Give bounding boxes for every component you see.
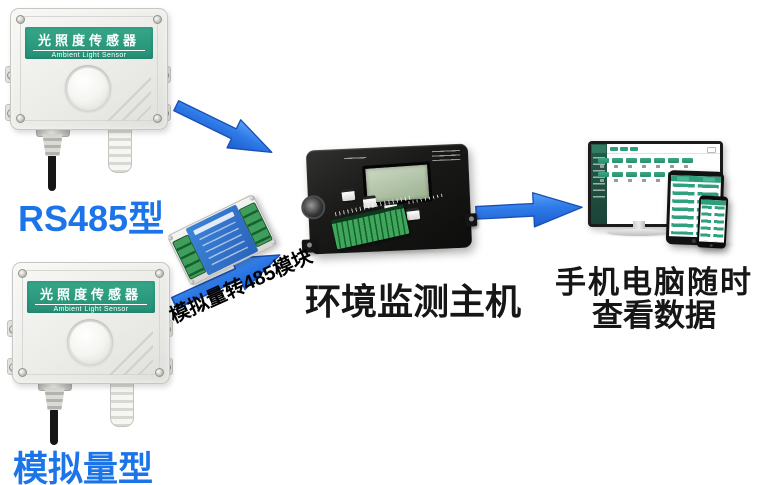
sidebar-logo xyxy=(592,145,606,153)
tile-values xyxy=(600,165,696,168)
home-button xyxy=(691,238,696,244)
label-divider xyxy=(35,304,147,305)
column-gap xyxy=(692,183,698,236)
tablet-app-header xyxy=(670,175,722,183)
dashboard-topbar xyxy=(607,144,720,154)
arrow-analog-to-host-icon xyxy=(170,254,281,310)
sensor-label-plate: 光照度传感器 Ambient Light Sensor xyxy=(27,281,155,313)
sensor-probe xyxy=(108,124,132,173)
light-dome xyxy=(68,68,108,108)
toolbar-button xyxy=(610,146,618,151)
tile-values xyxy=(600,179,682,182)
monitor-stand-neck xyxy=(633,221,645,230)
light-dome-ring xyxy=(65,65,111,111)
host-mount-ear xyxy=(464,213,478,227)
sensor-cable xyxy=(50,407,58,445)
environment-monitoring-host xyxy=(300,143,478,255)
sensor-tile xyxy=(598,172,609,177)
host-button xyxy=(341,188,356,202)
cable-gland xyxy=(42,134,63,156)
sensor-enclosure: 光照度传感器 Ambient Light Sensor xyxy=(12,262,170,384)
ambient-light-sensor-rs485: 光照度传感器 Ambient Light Sensor xyxy=(5,8,171,193)
screw-icon xyxy=(18,269,27,278)
dashboard-sidebar xyxy=(591,144,607,224)
remote-view-label: 手机电脑随时 查看数据 xyxy=(544,266,764,332)
light-dome-ring xyxy=(67,319,113,365)
arrow-rs485-to-host-icon xyxy=(173,100,273,153)
sensor-panel-border xyxy=(20,16,158,121)
sensor-tile xyxy=(626,172,637,177)
type-label-analog: 模拟量型 xyxy=(13,450,154,485)
type-label-rs485: RS485型 xyxy=(18,198,165,239)
sidebar-menu-items xyxy=(593,157,605,199)
sensor-tile xyxy=(668,158,679,163)
toolbar-button xyxy=(707,146,716,153)
sensor-title-cn: 光照度传感器 xyxy=(39,287,142,302)
sensor-tile xyxy=(626,158,637,163)
light-dome xyxy=(70,322,110,362)
label-divider xyxy=(33,50,145,51)
screw-hole xyxy=(468,216,474,222)
sensor-tile xyxy=(640,158,651,163)
monitor-stand-base xyxy=(607,229,669,236)
sensor-tile xyxy=(654,158,665,163)
ambient-light-sensor-analog: 光照度传感器 Ambient Light Sensor xyxy=(7,262,173,447)
sensor-title-en: Ambient Light Sensor xyxy=(51,52,127,59)
sensor-label-plate: 光照度传感器 Ambient Light Sensor xyxy=(25,27,153,59)
sensor-tile xyxy=(682,158,693,163)
header-segment xyxy=(702,177,716,182)
sensor-tile xyxy=(654,172,665,177)
header-segment xyxy=(676,176,690,181)
phone-screen xyxy=(698,199,727,243)
sensor-panel-border xyxy=(22,270,160,375)
toolbar-button xyxy=(620,146,628,151)
phone-device xyxy=(696,195,729,249)
remote-view-line1: 手机电脑随时 xyxy=(555,265,753,300)
arrow-host-to-devices-icon xyxy=(475,192,583,228)
phone-data-rows xyxy=(700,205,725,242)
host-top-right-text xyxy=(431,149,461,162)
sensor-cable xyxy=(48,153,56,191)
sensor-probe xyxy=(110,378,134,427)
sensor-tile-row xyxy=(598,158,693,163)
screw-icon xyxy=(155,368,164,377)
sensor-enclosure: 光照度传感器 Ambient Light Sensor xyxy=(10,8,168,130)
screw-icon xyxy=(16,15,25,24)
sensor-tile xyxy=(640,172,651,177)
sensor-tile-row xyxy=(598,172,679,177)
sensor-tile xyxy=(598,158,609,163)
host-button xyxy=(406,207,421,221)
home-button xyxy=(709,243,713,248)
sensor-title-cn: 光照度传感器 xyxy=(37,33,140,48)
screw-icon xyxy=(18,368,27,377)
screw-icon xyxy=(153,114,162,123)
screw-icon xyxy=(16,114,25,123)
screw-icon xyxy=(155,269,164,278)
toolbar-button xyxy=(630,146,638,151)
sensor-tile xyxy=(612,158,623,163)
screw-icon xyxy=(153,15,162,24)
remote-view-line2: 查看数据 xyxy=(592,298,716,333)
host-label: 环境监测主机 xyxy=(304,281,521,322)
sensor-title-en: Ambient Light Sensor xyxy=(53,306,129,313)
column-gap xyxy=(710,205,715,242)
cable-gland xyxy=(44,388,65,410)
sensor-tile xyxy=(612,172,623,177)
